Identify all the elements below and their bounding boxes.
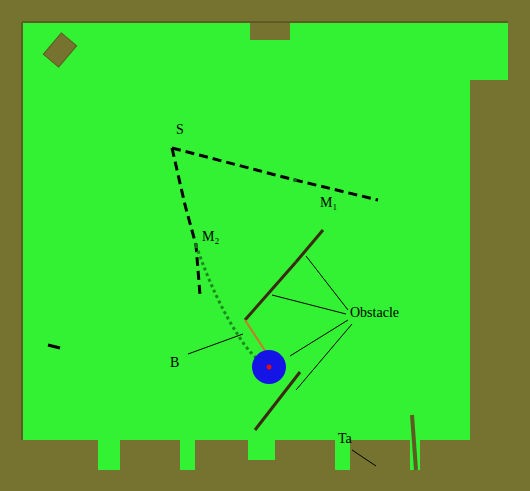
wall-edge (22, 21, 508, 23)
wall-block (43, 33, 76, 67)
robot (252, 350, 286, 384)
marker (48, 345, 60, 348)
leader-line (188, 334, 243, 354)
obstacle (296, 230, 323, 262)
leader-line (306, 256, 348, 310)
leader-line (296, 324, 352, 390)
goal-label: M₂ (202, 230, 219, 244)
wall-edge (21, 22, 23, 440)
robot-center (267, 365, 272, 370)
leader-line (352, 450, 376, 466)
obstacle (245, 262, 296, 320)
path-m2 (172, 148, 200, 295)
start-label: S (176, 123, 184, 137)
wall-segment (412, 415, 416, 470)
waypoint (194, 243, 198, 247)
waypoint (293, 178, 297, 182)
floor (22, 22, 508, 470)
point-label: B (170, 356, 179, 370)
path-m1 (172, 148, 378, 200)
goal-label: M₁ (320, 196, 337, 210)
obstacle-label: Obstacle (350, 306, 399, 320)
target-label: Ta (338, 432, 352, 446)
leader-line (272, 295, 346, 314)
leader-line (290, 320, 348, 356)
